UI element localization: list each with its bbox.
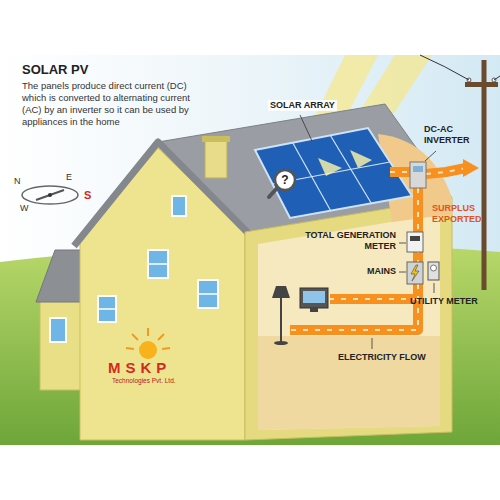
logo-subtitle: Technologies Pvt. Ltd. bbox=[112, 377, 176, 385]
appliance-monitor bbox=[300, 288, 328, 308]
flow-arrows bbox=[426, 168, 466, 174]
mains-box bbox=[407, 262, 423, 284]
logo-sun bbox=[126, 328, 170, 359]
leader-lines bbox=[372, 338, 373, 349]
logo-sun bbox=[162, 348, 170, 349]
utility-meter bbox=[428, 262, 439, 280]
logo-sun bbox=[126, 348, 134, 349]
logo-text: MSKP bbox=[108, 359, 171, 378]
utility-meter bbox=[428, 262, 439, 280]
compass-point: N bbox=[14, 176, 21, 187]
surplus-arrow-head bbox=[463, 159, 479, 177]
solar-panel bbox=[318, 158, 342, 176]
logo-sun bbox=[132, 334, 138, 340]
house-side-cutaway bbox=[258, 336, 440, 430]
compass-point: S bbox=[84, 189, 91, 203]
front-windows bbox=[98, 196, 218, 322]
annex-building bbox=[50, 318, 66, 342]
magnifier-icon bbox=[275, 170, 295, 190]
mains-box bbox=[407, 262, 423, 284]
appliance-monitor bbox=[303, 291, 325, 303]
generation-meter bbox=[407, 232, 423, 252]
chimney bbox=[205, 140, 227, 178]
leader-lines bbox=[434, 283, 435, 293]
sky-ground bbox=[0, 55, 500, 445]
logo-sun bbox=[158, 334, 164, 340]
sky-ground bbox=[0, 55, 500, 445]
part-label: DC-AC INVERTER bbox=[424, 124, 476, 147]
front-windows bbox=[198, 280, 218, 308]
annex-building bbox=[40, 300, 82, 390]
utility-pole bbox=[420, 55, 469, 80]
leader-lines bbox=[399, 243, 406, 244]
part-label: ELECTRICITY FLOW bbox=[338, 352, 426, 363]
electricity-flow-band bbox=[330, 294, 418, 304]
leader-lines bbox=[300, 115, 436, 349]
floor-lamp bbox=[280, 298, 282, 342]
flow-arrows bbox=[390, 171, 410, 173]
electricity-flow-band bbox=[290, 188, 418, 330]
leader-lines bbox=[425, 151, 436, 161]
part-label: SOLAR ARRAY bbox=[268, 100, 337, 111]
part-label: MAINS bbox=[336, 266, 396, 277]
flow-arrows bbox=[290, 188, 418, 330]
appliance-monitor bbox=[310, 308, 318, 312]
diagram-title: SOLAR PV bbox=[22, 62, 88, 78]
utility-pole bbox=[482, 60, 487, 290]
front-windows bbox=[148, 250, 168, 278]
front-windows bbox=[148, 263, 168, 265]
front-windows bbox=[172, 196, 186, 216]
electricity-flow-band bbox=[390, 167, 410, 177]
annex-building bbox=[36, 250, 82, 302]
compass-point: E bbox=[66, 172, 72, 183]
inverter-box bbox=[410, 162, 426, 188]
solar-panel bbox=[255, 128, 412, 218]
front-windows bbox=[198, 293, 218, 295]
leader-lines bbox=[300, 115, 312, 141]
chimney bbox=[202, 136, 230, 142]
generation-meter bbox=[410, 236, 420, 241]
logo-sun bbox=[139, 341, 157, 359]
part-label: SURPLUS EXPORTED bbox=[432, 203, 482, 226]
electricity-flow-band bbox=[426, 168, 466, 174]
caption-text: The panels produce direct current (DC) w… bbox=[22, 80, 190, 128]
house-side-cutaway bbox=[258, 214, 440, 430]
magnifier-symbol: ? bbox=[281, 173, 288, 188]
appliance-monitor bbox=[300, 288, 328, 312]
floor-lamp bbox=[272, 286, 290, 298]
utility-meter bbox=[431, 265, 437, 271]
roof bbox=[158, 104, 452, 236]
compass bbox=[22, 186, 78, 204]
generation-meter bbox=[407, 232, 423, 252]
solar-panel bbox=[350, 150, 372, 168]
floor-lamp bbox=[274, 341, 288, 345]
annex-building bbox=[36, 250, 82, 390]
compass bbox=[48, 193, 52, 197]
magnifier-icon bbox=[269, 170, 295, 197]
compass-point: W bbox=[20, 203, 29, 214]
part-label: TOTAL GENERATION METER bbox=[304, 230, 396, 253]
solar-panel bbox=[255, 128, 412, 218]
leader-lines bbox=[399, 272, 406, 273]
inverter-box bbox=[413, 166, 423, 172]
chimney bbox=[202, 136, 230, 178]
magnifier-icon bbox=[269, 187, 278, 197]
mains-box bbox=[411, 265, 419, 281]
utility-pole bbox=[465, 82, 498, 87]
flow-arrows bbox=[330, 298, 418, 300]
front-windows bbox=[98, 308, 116, 310]
floor-lamp bbox=[272, 286, 290, 345]
front-windows bbox=[98, 296, 116, 322]
surplus-arrow-head bbox=[463, 159, 479, 177]
compass bbox=[22, 186, 78, 204]
logo-sun bbox=[147, 328, 149, 336]
compass bbox=[36, 190, 64, 200]
utility-pole bbox=[494, 76, 500, 80]
part-label: UTILITY METER bbox=[410, 296, 478, 307]
inverter-box bbox=[410, 162, 426, 188]
